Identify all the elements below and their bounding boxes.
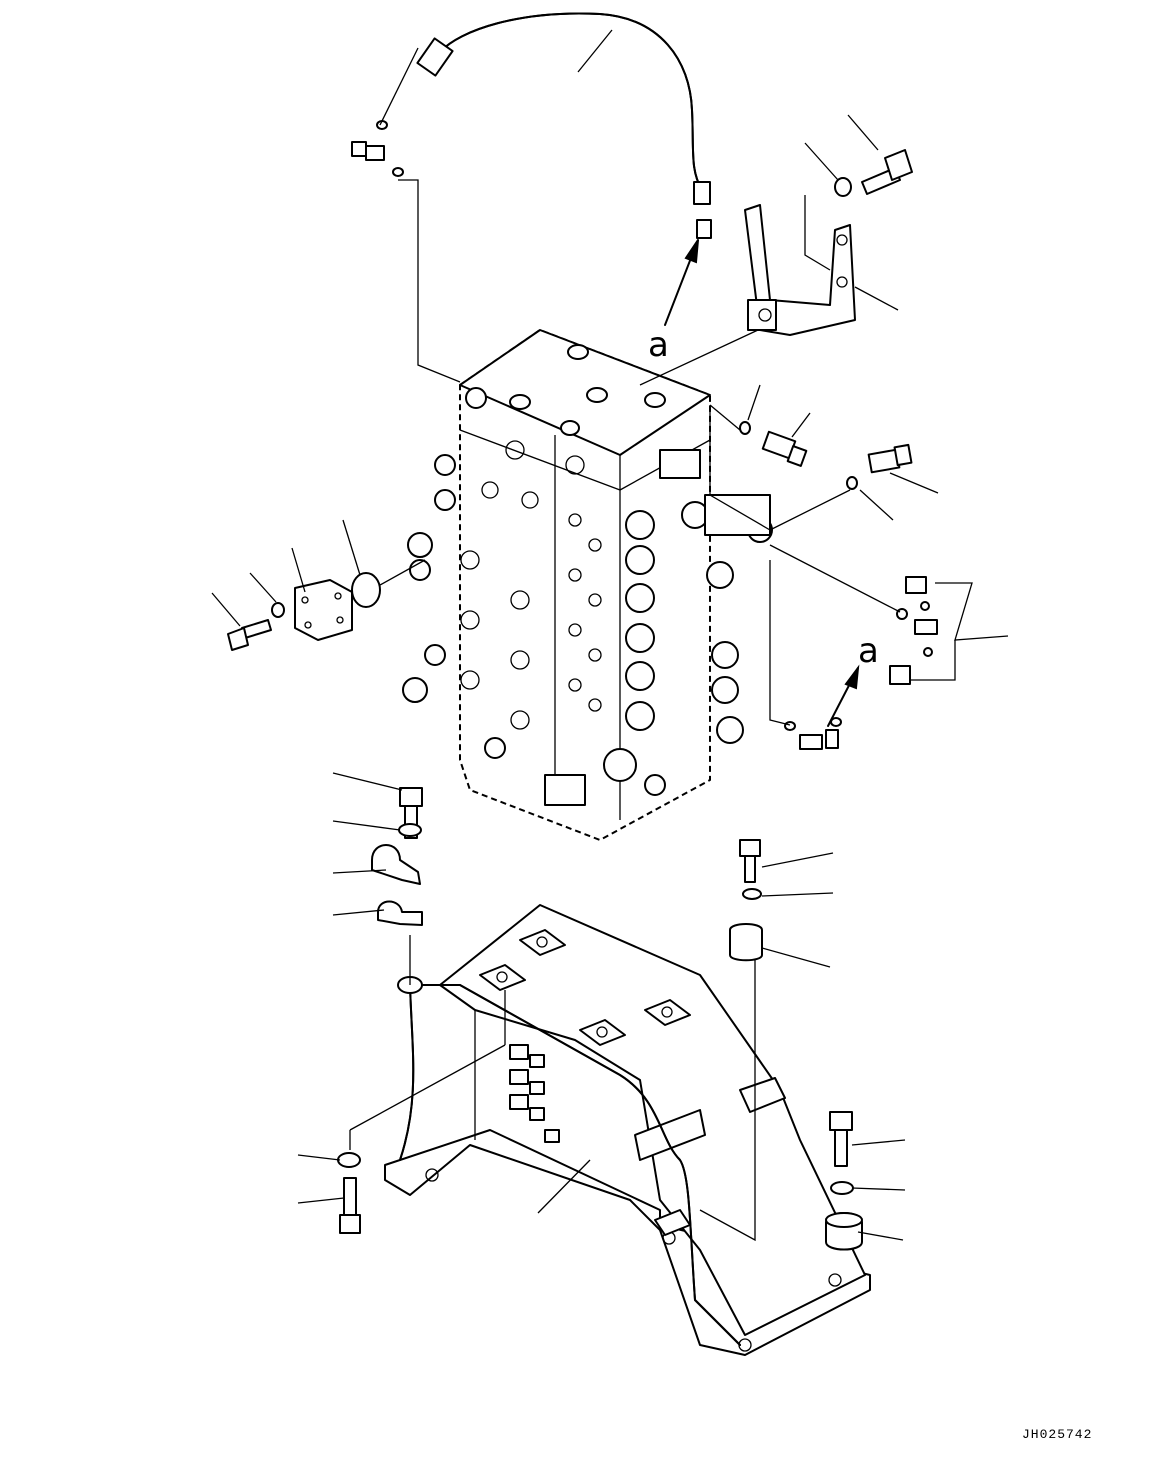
hydraulic-hose[interactable]	[416, 12, 712, 239]
view-marker-lower: a	[858, 631, 879, 671]
washer-right-lower[interactable]	[830, 1181, 854, 1195]
elbow-fitting-lower[interactable]	[784, 717, 842, 750]
pressure-sensor-1[interactable]	[761, 430, 808, 467]
view-arrow-lower	[827, 664, 860, 727]
elbow-fitting-left[interactable]	[351, 120, 404, 177]
view-arrow-upper	[664, 239, 699, 326]
view-marker-upper: a	[648, 325, 669, 365]
clamp-2[interactable]	[377, 900, 423, 926]
fitting-set-right[interactable]	[889, 576, 938, 685]
valve-mounting-frame[interactable]	[384, 904, 871, 1356]
leader-lines	[211, 29, 1009, 1241]
o-ring-sensor-1[interactable]	[739, 421, 751, 435]
bolt-top-right[interactable]	[861, 149, 913, 195]
washer-top-right[interactable]	[834, 177, 852, 197]
mounting-bracket[interactable]	[744, 204, 856, 336]
pressure-sensor-2[interactable]	[867, 443, 913, 474]
o-ring-cover[interactable]	[351, 572, 381, 608]
washer-cover[interactable]	[271, 602, 285, 618]
spacer-right-lower[interactable]	[825, 1212, 863, 1251]
bolt-left-upper[interactable]	[399, 787, 423, 839]
clamp-1[interactable]	[371, 844, 421, 885]
spacer-right-upper[interactable]	[729, 923, 763, 962]
control-valve-assembly[interactable]	[402, 329, 773, 841]
drawing-code: JH025742	[1022, 1427, 1092, 1442]
washer-left-upper[interactable]	[398, 823, 422, 837]
washer-left-lower[interactable]	[337, 1152, 361, 1168]
center-lines	[349, 47, 901, 1242]
washer-right-upper[interactable]	[742, 888, 762, 900]
cover-plate[interactable]	[294, 579, 353, 641]
o-ring-sensor-2[interactable]	[846, 476, 858, 490]
bolt-right-upper[interactable]	[739, 839, 761, 883]
bolt-left-lower[interactable]	[339, 1177, 361, 1234]
bolt-right-lower[interactable]	[829, 1111, 853, 1167]
bolt-cover[interactable]	[227, 619, 272, 651]
